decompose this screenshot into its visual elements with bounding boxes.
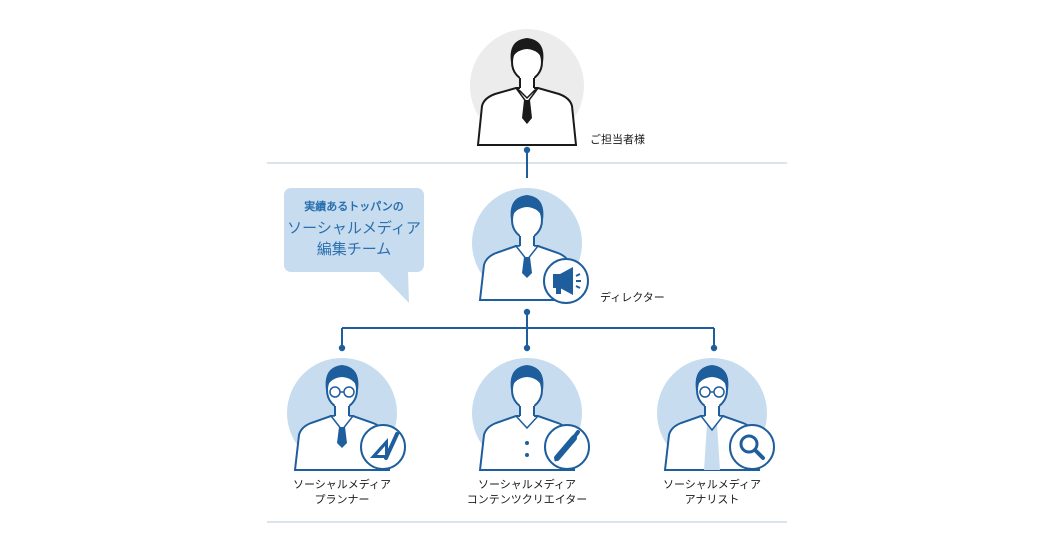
planner-label-line1: ソーシャルメディア — [293, 477, 391, 491]
creator-label-line1: ソーシャルメディア — [478, 477, 576, 491]
megaphone-icon — [543, 258, 589, 304]
creator-label-line2: コンテンツクリエイター — [467, 493, 588, 506]
glasses-icon — [329, 386, 355, 398]
bubble-line-2: ソーシャルメディア — [287, 219, 421, 237]
bubble-line-1: 実績あるトッパンの — [304, 199, 404, 213]
analyst-label-line1: ソーシャルメディア — [663, 477, 761, 491]
bubble-line-3: 編集チーム — [317, 240, 392, 258]
team-speech-bubble: 実績あるトッパンの ソーシャルメディア 編集チーム — [284, 188, 424, 303]
analyst-label-line2: アナリスト — [685, 493, 740, 506]
planner-label-line2: プランナー — [315, 493, 370, 506]
ruler-pen-icon — [360, 424, 406, 470]
connector-dots — [338, 146, 718, 352]
pen-icon — [544, 424, 590, 470]
glasses-icon — [699, 386, 725, 398]
client-label: ご担当者様 — [590, 132, 645, 146]
client-person-icon — [470, 29, 584, 146]
magnifier-icon — [729, 424, 775, 470]
director-label: ディレクター — [600, 290, 665, 304]
